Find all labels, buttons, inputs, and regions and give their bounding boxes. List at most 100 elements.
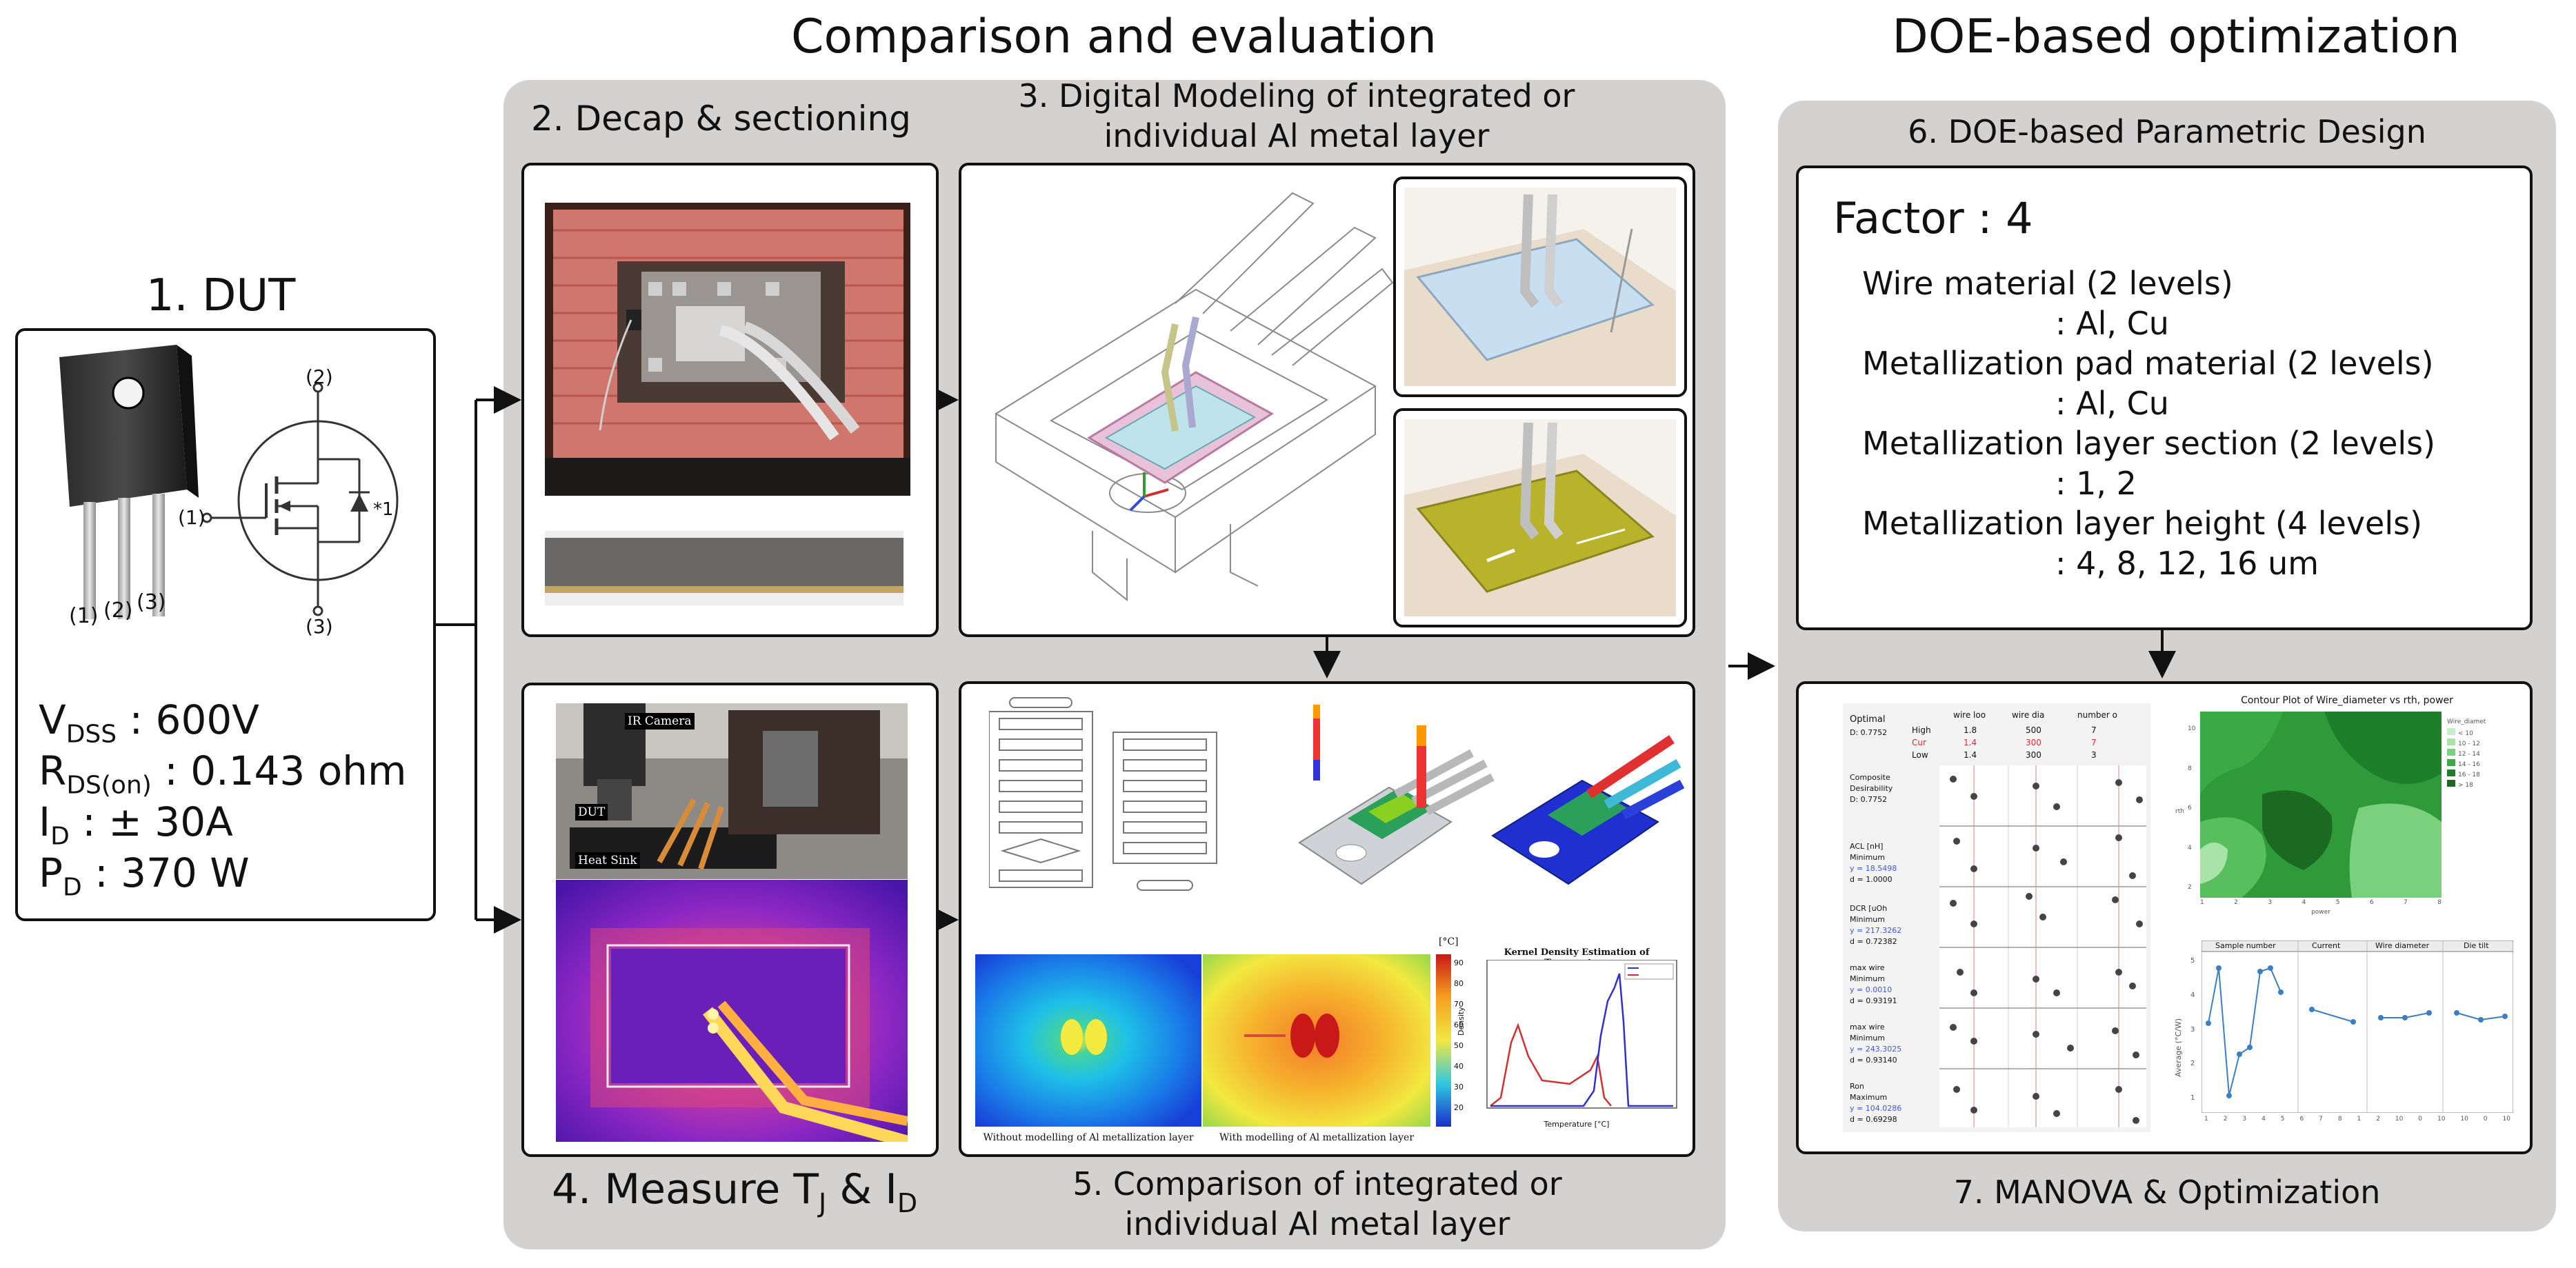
decap-photo [545,203,910,496]
me-ylabel: Average (°C/W) [2174,1018,2183,1077]
colorbar-tick-6: 30 [1454,1083,1464,1091]
colorbar-tick-4: 50 [1454,1041,1464,1050]
doe-item-4: Metallization layer section (2 levels) [1862,425,2436,462]
spec-id: ID : ± 30A [39,798,233,851]
colorbar-unit: [°C] [1439,936,1459,947]
colorbar [1436,954,1451,1127]
contour-title: Contour Plot of Wire_diameter vs rth, po… [2241,695,2453,706]
model-inset-top [1393,177,1687,397]
thermal-renders [1298,705,1685,885]
contour-legend-title: Wire_diamet [2447,718,2486,725]
colorbar-tick-3: 60 [1454,1020,1464,1029]
comparison-box: [°C] 90 80 70 60 50 40 30 20 Without mod… [959,681,1695,1157]
me-header-3: Die tilt [2464,941,2489,950]
setup-photo [556,703,908,879]
caption-with: With modelling of Al metallization layer [1219,1132,1415,1143]
to247-package-illustration [59,345,199,619]
doe-item-7: : 4, 8, 12, 16 um [2055,545,2319,582]
leg-label-3: (3) [137,590,166,614]
contour-xlabel: power [2311,909,2330,916]
doe-item-5: : 1, 2 [2055,465,2137,502]
contour-ylabel: rth [2175,808,2184,815]
doe-factor: Factor : 4 [1833,193,2033,243]
doe-item-3: : Al, Cu [2055,385,2169,422]
kde-xlabel: Temperature [°C] [1544,1120,1610,1129]
decap-box [521,163,939,637]
thermal-image [556,880,908,1142]
spec-vdss: VDSS : 600V [39,696,259,749]
model-inset-bottom [1393,408,1687,627]
contour-plot [2200,712,2442,898]
colorbar-tick-1: 80 [1454,979,1464,988]
main-effects-chart [2201,940,2513,1113]
kde-plot [1486,960,1677,1109]
colorbar-tick-2: 70 [1454,1000,1464,1009]
heatmap-with [1203,954,1430,1127]
optimizer-col-0: wire loo [1953,710,1986,720]
colorbar-tick-5: 40 [1454,1062,1464,1071]
contour-legend: < 10 10 - 12 12 - 14 14 - 16 16 - 18 > 1… [2447,728,2480,790]
pin-label-3: (3) [306,615,333,638]
modeling-box [959,163,1695,637]
heading-comparison: Comparison and evaluation [791,10,1437,64]
optimizer-optimal: Optimal [1850,714,1886,725]
optimizer-plot: Optimal D: 0.7752 wire loo wire dia numb… [1843,703,2150,1132]
inset-top-render [1404,188,1676,386]
doe-item-0: Wire material (2 levels) [1862,265,2233,302]
mosfet-symbol [201,382,399,616]
step-7-label: 7. MANOVA & Optimization [1953,1174,2381,1211]
leg-label-1: (1) [69,604,99,628]
step-2-label: 2. Decap & sectioning [531,99,911,139]
spec-rds: RDS(on) : 0.143 ohm [39,747,407,800]
spec-pd: PD : 370 W [39,849,250,902]
me-header-0: Sample number [2215,941,2276,950]
manova-box: Optimal D: 0.7752 wire loo wire dia numb… [1796,681,2533,1154]
pin-label-star: *1 [373,499,394,520]
measure-box: IR Camera DUT Heat Sink [521,683,939,1157]
pin-label-1: (1) [178,506,206,529]
optimizer-col-2: number o [2077,710,2117,720]
inset-bottom-render [1404,419,1676,616]
doe-item-2: Metallization pad material (2 levels) [1862,345,2434,382]
doe-item-6: Metallization layer height (4 levels) [1862,505,2423,542]
ir-camera-label: IR Camera [625,713,695,729]
pin-label-2: (2) [306,365,333,388]
caption-without: Without modelling of Al metallization la… [983,1132,1194,1143]
step-4-label: 4. Measure TJ & ID [552,1165,918,1218]
optimizer-grid [1939,765,2146,1127]
dut-box: (1) (2) (3) (2) (1) (3) *1 VDSS : 600V R… [15,328,436,921]
heading-doe: DOE-based optimization [1892,10,2460,64]
optimizer-col-1: wire dia [2012,710,2045,720]
dut-photo-label: DUT [575,804,608,821]
me-header-2: Wire diameter [2375,941,2430,950]
wireframe-model [995,192,1394,602]
section-photo [545,531,903,605]
main-effects-plot: Sample number Current Wire diameter Die … [2201,940,2513,1140]
step-6-label: 6. DOE-based Parametric Design [1908,113,2426,150]
doe-item-1: : Al, Cu [2055,305,2169,342]
colorbar-tick-0: 90 [1454,958,1464,967]
me-header-1: Current [2312,941,2341,950]
doe-design-box: Factor : 4 Wire material (2 levels) : Al… [1796,165,2533,630]
colorbar-tick-7: 20 [1454,1103,1464,1112]
kde-ylabel: Density [1457,1007,1466,1036]
dut-title: 1. DUT [146,270,296,321]
heatmap-without [975,954,1201,1127]
leg-label-2: (2) [103,598,133,623]
optimizer-d: D: 0.7752 [1850,728,1888,737]
simulation-flowchart [989,697,1217,891]
heat-sink-label: Heat Sink [575,852,640,869]
